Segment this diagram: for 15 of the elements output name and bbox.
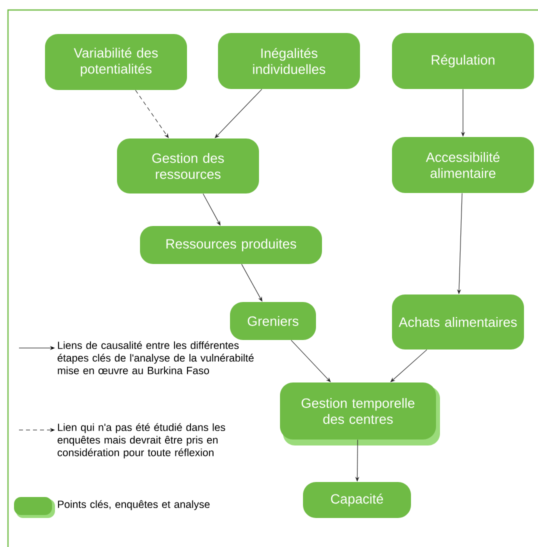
process-box: Capacité — [303, 482, 411, 518]
process-box: Ressources produites — [140, 226, 322, 264]
process-box: Gestion temporelle des centres — [280, 382, 440, 446]
process-box: Inégalités individuelles — [218, 33, 360, 89]
legend-text: Lien qui n'a pas été étudié dans les enquêtes mais devrait être pris en considération pour toute réflexion — [58, 423, 226, 458]
legend-text: Points clés, enquêtes et analyse — [58, 500, 210, 510]
process-box: Achats alimentaires — [392, 294, 524, 350]
process-box: Gestion des ressources — [117, 138, 259, 194]
process-box: Greniers — [230, 302, 316, 340]
legend-text: Liens de causalité entre les différentes étapes clés de l'analyse de la vulnérabilté mise en œuvre au Burkina Faso — [58, 341, 254, 374]
arrow — [290, 340, 331, 382]
process-box: Accessibilité alimentaire — [392, 137, 534, 193]
arrow — [214, 88, 262, 138]
process-box: Variabilité des potentialités — [45, 34, 187, 90]
process-box: Régulation — [392, 33, 534, 89]
